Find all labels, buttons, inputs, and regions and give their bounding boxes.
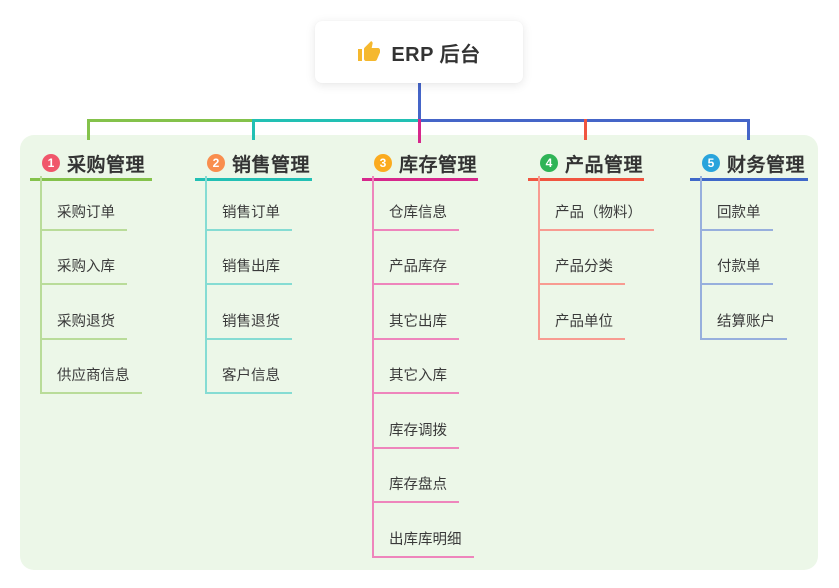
child-node: 回款单: [702, 176, 773, 231]
branch-number-badge: 1: [42, 154, 60, 172]
child-node-label: 销售出库: [222, 259, 280, 275]
branch-title: 采购管理: [67, 154, 146, 176]
connector-drop-product: [584, 119, 587, 140]
child-node-label: 产品库存: [389, 259, 447, 275]
branch-title: 产品管理: [565, 154, 644, 176]
branch-number-badge: 3: [374, 154, 392, 172]
branch-purchase-management: 1 采购管理 采购订单 采购入库 采购退货 供应商信息: [30, 148, 152, 394]
branches-panel: 1 采购管理 采购订单 采购入库 采购退货 供应商信息 2 销售管理 销售订单 …: [20, 135, 818, 570]
child-node-label: 销售订单: [222, 204, 280, 221]
child-node: 采购退货: [42, 285, 127, 340]
child-node: 供应商信息: [42, 340, 142, 394]
child-node-label: 产品单位: [555, 313, 613, 330]
child-node-label: 付款单: [717, 259, 761, 275]
branch-inventory-management: 3 库存管理 仓库信息 产品库存 其它出库 其它入库 库存调拨 库存盘点 出库库…: [362, 148, 478, 558]
connector-drop-purchase: [87, 119, 90, 140]
branch-children: 回款单 付款单 结算账户: [700, 176, 808, 340]
branch-header: 4 产品管理: [528, 148, 644, 181]
child-node: 销售退货: [207, 285, 292, 340]
connector-drop-inventory: [418, 119, 421, 143]
child-node-label: 仓库信息: [389, 204, 447, 221]
branch-number-badge: 4: [540, 154, 558, 172]
connector-segment-purchase: [87, 119, 255, 122]
child-node: 产品（物料）: [540, 176, 654, 231]
child-node-label: 销售退货: [222, 313, 280, 330]
branch-children: 产品（物料） 产品分类 产品单位: [538, 176, 654, 340]
connector-root-stub: [418, 83, 421, 122]
branch-number-badge: 2: [207, 154, 225, 172]
child-node-label: 库存盘点: [389, 477, 447, 493]
branch-children: 采购订单 采购入库 采购退货 供应商信息: [40, 176, 152, 394]
child-node-label: 产品（物料）: [555, 204, 642, 221]
child-node: 产品单位: [540, 285, 625, 340]
branch-title: 财务管理: [727, 154, 806, 176]
root-node-label: ERP 后台: [391, 43, 481, 66]
child-node-label: 回款单: [717, 204, 761, 221]
child-node-label: 结算账户: [717, 313, 775, 330]
thumbs-up-icon: [358, 41, 381, 61]
branch-header: 1 采购管理: [30, 148, 152, 181]
branch-children: 仓库信息 产品库存 其它出库 其它入库 库存调拨 库存盘点 出库库明细: [372, 176, 478, 558]
connector-drop-finance: [747, 119, 750, 140]
child-node-label: 供应商信息: [57, 368, 130, 384]
child-node: 采购入库: [42, 231, 127, 285]
branch-product-management: 4 产品管理 产品（物料） 产品分类 产品单位: [528, 148, 654, 340]
child-node: 其它入库: [374, 340, 459, 394]
branch-sales-management: 2 销售管理 销售订单 销售出库 销售退货 客户信息: [195, 148, 312, 394]
branch-children: 销售订单 销售出库 销售退货 客户信息: [205, 176, 312, 394]
connector-drop-sales: [252, 119, 255, 140]
child-node: 产品库存: [374, 231, 459, 285]
child-node: 付款单: [702, 231, 773, 285]
child-node: 销售订单: [207, 176, 292, 231]
child-node-label: 客户信息: [222, 368, 280, 384]
child-node-label: 出库库明细: [389, 531, 462, 548]
branch-title: 销售管理: [232, 154, 311, 176]
child-node: 结算账户: [702, 285, 787, 340]
branch-finance-management: 5 财务管理 回款单 付款单 结算账户: [690, 148, 808, 340]
child-node: 库存调拨: [374, 394, 459, 449]
root-node: ERP 后台: [315, 21, 523, 83]
child-node: 客户信息: [207, 340, 292, 394]
child-node-label: 采购入库: [57, 259, 115, 275]
child-node: 销售出库: [207, 231, 292, 285]
child-node: 出库库明细: [374, 503, 474, 558]
child-node-label: 采购退货: [57, 313, 115, 330]
child-node: 仓库信息: [374, 176, 459, 231]
child-node: 产品分类: [540, 231, 625, 285]
child-node: 库存盘点: [374, 449, 459, 503]
branch-header: 2 销售管理: [195, 148, 312, 181]
child-node-label: 库存调拨: [389, 422, 447, 439]
child-node-label: 其它出库: [389, 313, 447, 330]
branch-header: 3 库存管理: [362, 148, 478, 181]
child-node: 其它出库: [374, 285, 459, 340]
branch-number-badge: 5: [702, 154, 720, 172]
connector-segment-sales: [252, 119, 421, 122]
child-node-label: 采购订单: [57, 204, 115, 221]
child-node-label: 产品分类: [555, 259, 613, 275]
child-node: 采购订单: [42, 176, 127, 231]
branch-title: 库存管理: [399, 154, 478, 176]
branch-header: 5 财务管理: [690, 148, 808, 181]
child-node-label: 其它入库: [389, 368, 447, 384]
